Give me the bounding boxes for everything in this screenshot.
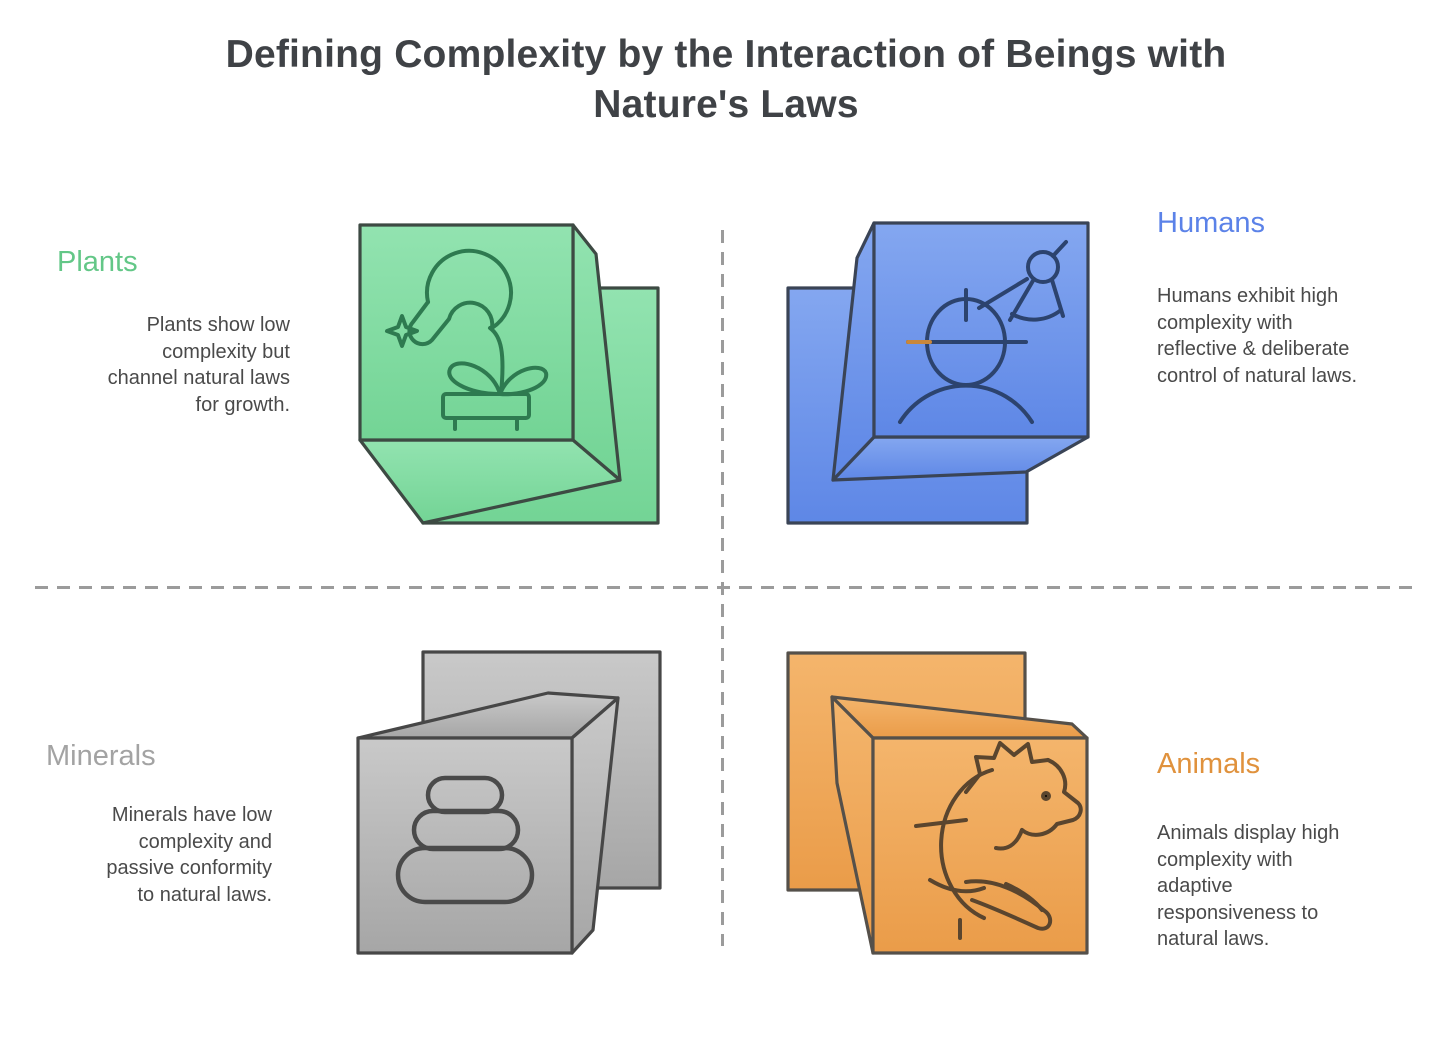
minerals-cube [356, 650, 662, 955]
page-title-line1: Defining Complexity by the Interaction o… [225, 33, 1227, 76]
minerals-label: Minerals [46, 740, 156, 772]
humans-label: Humans [1157, 207, 1265, 239]
page-title: Defining Complexity by the Interaction o… [0, 30, 1452, 130]
plants-description: Plants show low complexity but channel n… [107, 314, 290, 416]
animals-cube [786, 651, 1089, 955]
stacked-stones-icon [395, 775, 535, 905]
plants-label: Plants [57, 246, 138, 278]
minerals-description: Minerals have low complexity and passive… [106, 804, 272, 906]
animals-label: Animals [1157, 748, 1261, 780]
page-title-line2: Nature's Laws [593, 82, 859, 126]
plants-cube [358, 223, 660, 525]
vertical-dashed-divider [721, 230, 724, 946]
humans-description: Humans exhibit high complexity with refl… [1157, 285, 1358, 387]
humans-cube [786, 221, 1090, 525]
horizontal-dashed-divider [35, 586, 1420, 589]
potted-plant-icon [385, 248, 549, 431]
animals-description: Animals display high complexity with ada… [1157, 822, 1340, 951]
lion-icon [914, 741, 1083, 940]
